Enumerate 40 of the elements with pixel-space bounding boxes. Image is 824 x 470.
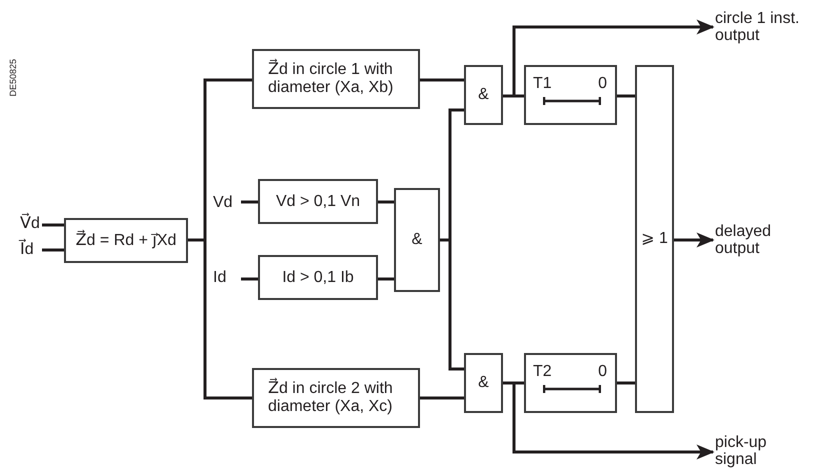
label-text: Z⃗d in circle 1 with diameter (Xa, Xb)	[258, 61, 414, 97]
connector-line	[42, 224, 64, 226]
arrow	[674, 232, 714, 248]
label-text: 0	[598, 363, 607, 380]
arrow	[503, 20, 714, 98]
label-text: ⩾ 1	[641, 230, 668, 248]
connector-line	[42, 248, 64, 252]
label-text: Z⃗d in circle 2 with diameter (Xa, Xc)	[258, 380, 414, 416]
connector-line	[241, 200, 258, 204]
function-block	[252, 49, 420, 109]
label-text: Vd > 0,1 Vn	[276, 192, 360, 210]
connector-line	[420, 396, 464, 400]
connector-line	[378, 200, 394, 204]
connector-line	[440, 238, 464, 370]
label-text: Id > 0,1 Ib	[282, 268, 354, 286]
function-block	[64, 218, 188, 263]
function-block	[252, 368, 420, 428]
connector-line	[378, 278, 394, 280]
threshold-block	[258, 255, 378, 300]
connector-line	[241, 278, 258, 280]
label-text: &	[478, 374, 489, 392]
label-text: &	[478, 86, 489, 104]
connector-line	[420, 78, 464, 82]
and-gate	[464, 353, 503, 413]
label-text: &	[412, 231, 422, 249]
label-text: Z⃗d = Rd + j⃗Xd	[76, 232, 176, 250]
label-text: T1	[533, 75, 552, 92]
timer-block	[524, 65, 617, 125]
connector-line	[617, 94, 635, 98]
label-text: T2	[533, 363, 552, 380]
timer-block	[524, 353, 617, 413]
and-gate	[394, 188, 440, 292]
label-text: 0	[598, 75, 607, 92]
connector-line	[617, 382, 635, 384]
or-gate	[635, 65, 674, 413]
connector-line	[188, 238, 252, 400]
and-gate	[464, 65, 503, 125]
arrow	[503, 382, 714, 460]
drawing-reference: DE50825	[7, 59, 20, 97]
threshold-block	[258, 179, 378, 224]
